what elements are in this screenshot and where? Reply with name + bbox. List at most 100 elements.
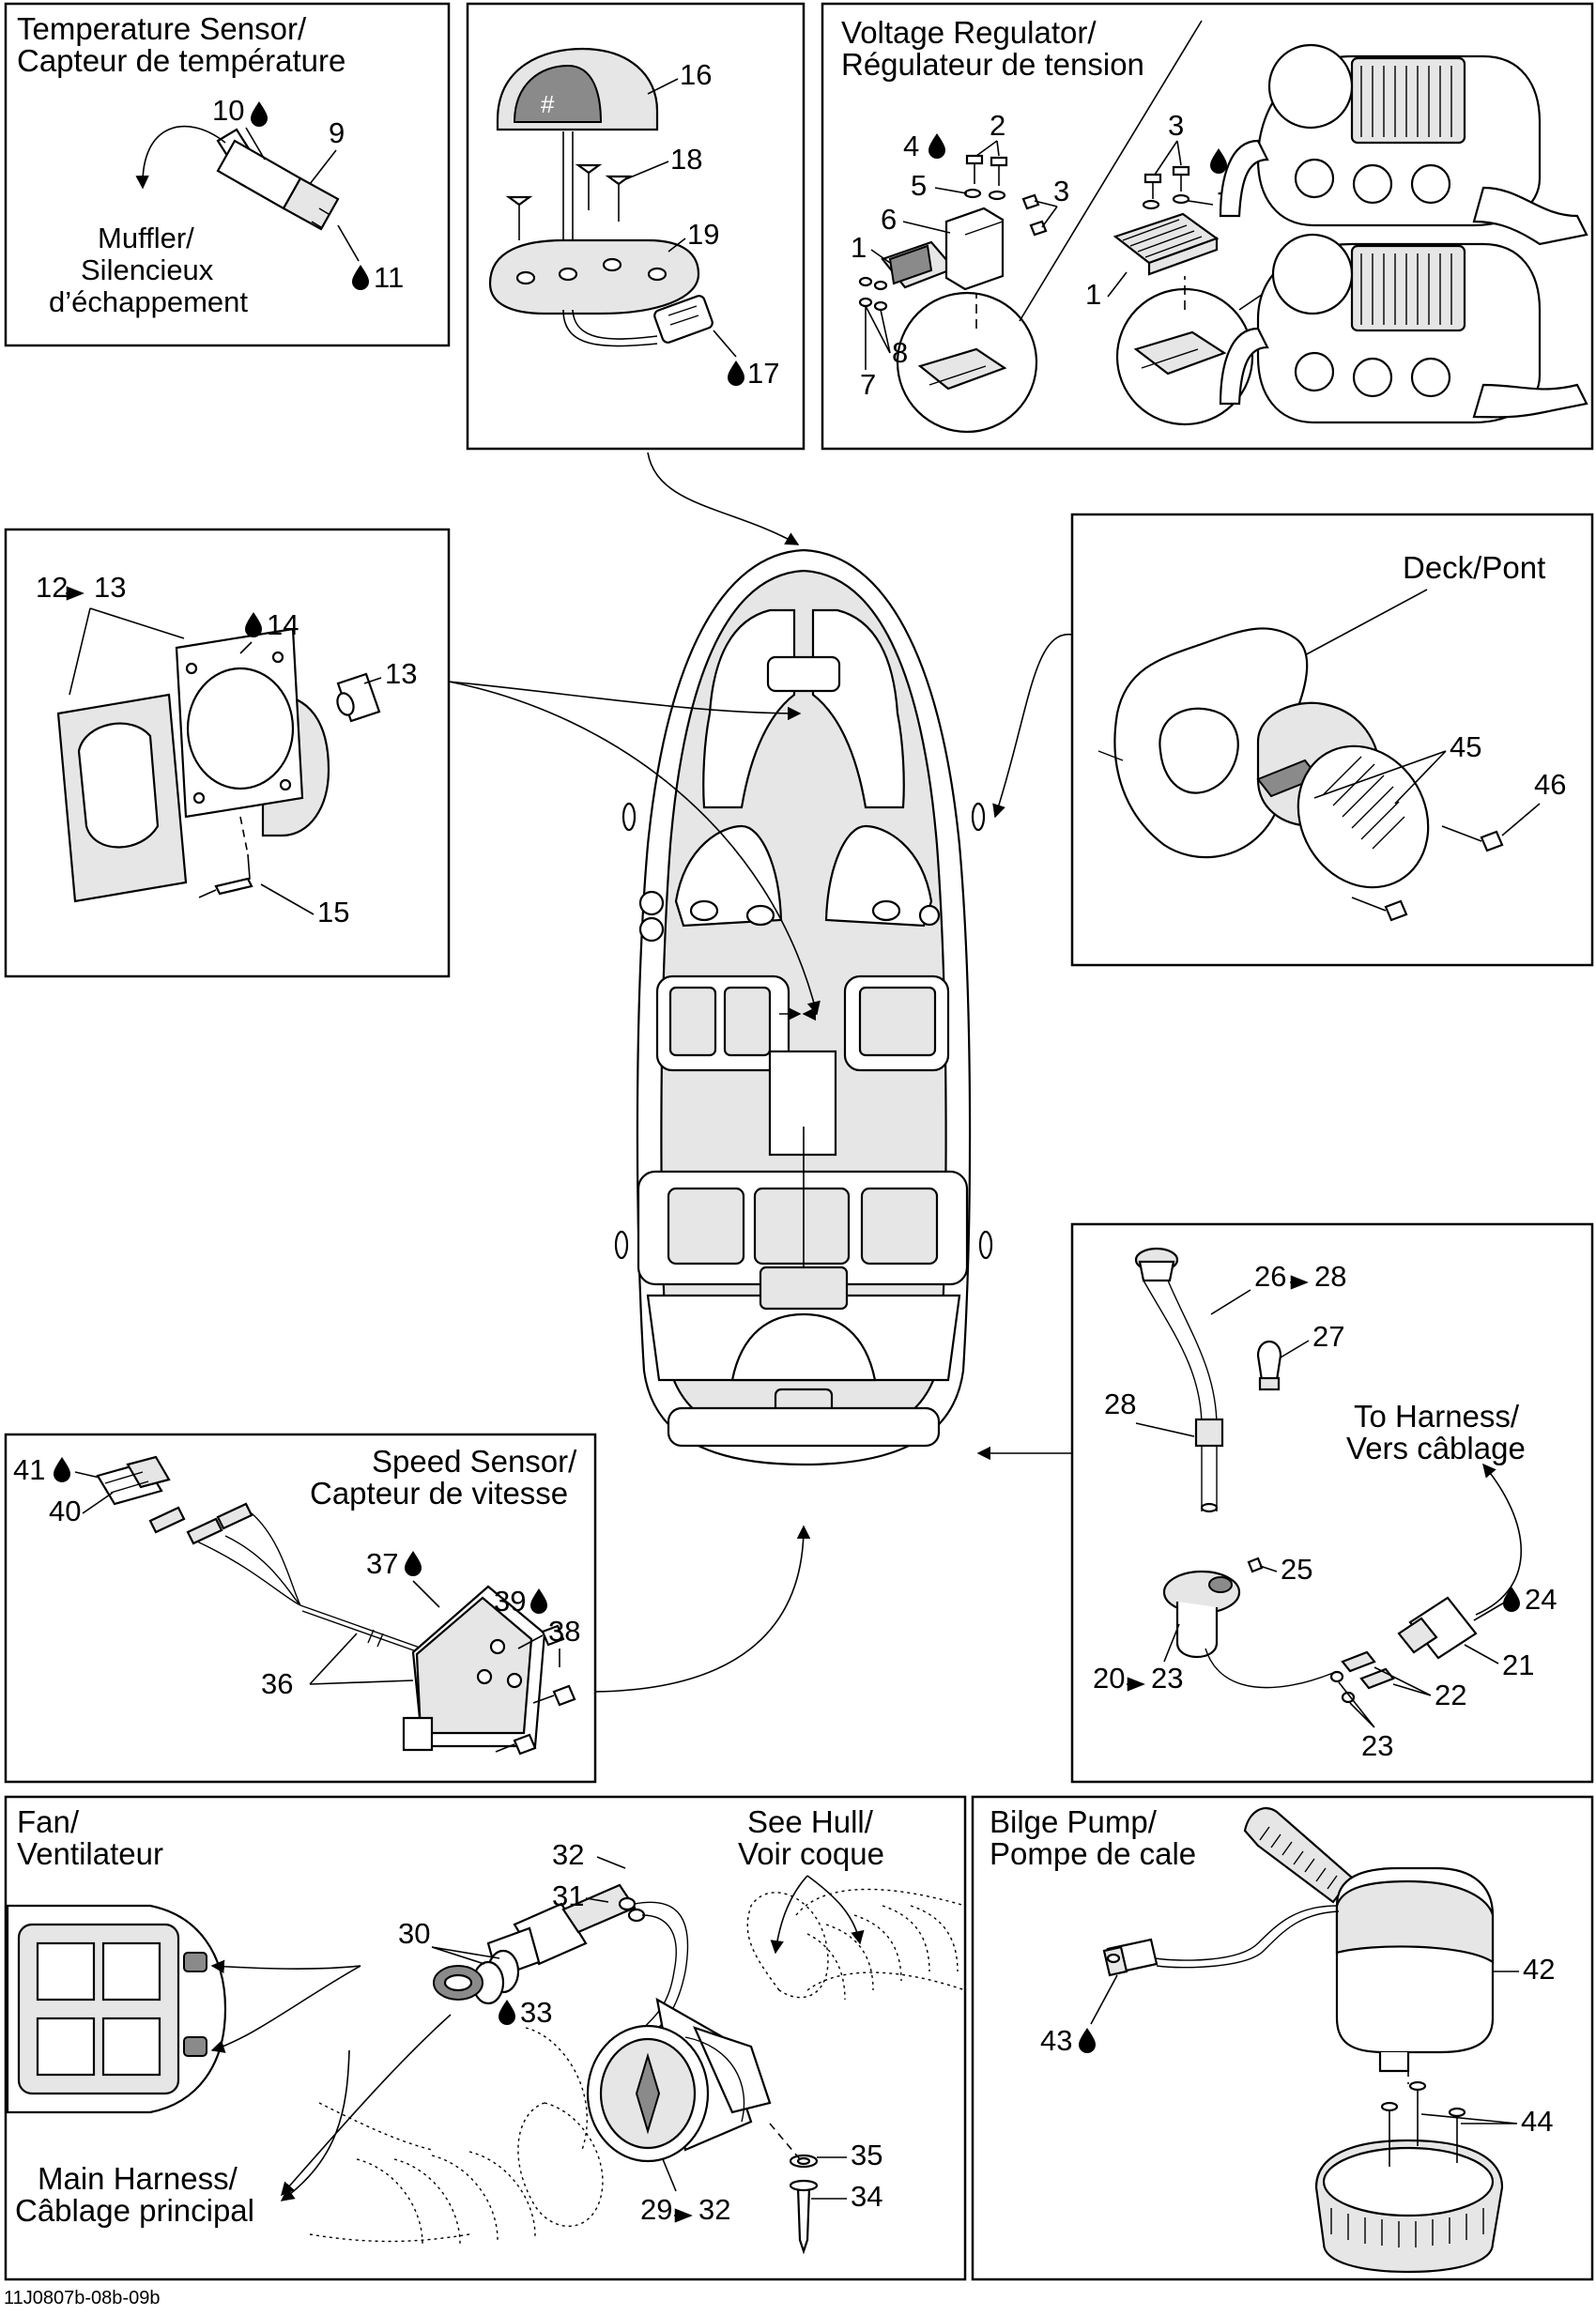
light-connector-part <box>653 295 714 344</box>
figure-code: 11J0807b-08b-09b <box>4 2288 160 2308</box>
callout-7: 7 <box>860 368 876 401</box>
panel-temperature-sensor: Temperature Sensor/ Capteur de températu… <box>4 2 451 347</box>
callout-17: 17 <box>747 357 779 390</box>
callout-45: 45 <box>1450 730 1481 763</box>
speed-sensor-body-part <box>402 1585 546 1752</box>
callout-23b: 23 <box>1361 1729 1393 1762</box>
hose-right-part <box>746 1888 966 2001</box>
callout-46: 46 <box>1534 768 1566 801</box>
callout-28: 28 <box>1314 1260 1346 1293</box>
temperature-sensor-title-fr: Capteur de température <box>17 43 345 78</box>
speed-sensor-screws-part <box>495 1624 576 1756</box>
vent-bezel-part <box>56 693 188 903</box>
callout-15: 15 <box>317 896 349 928</box>
panel-voltage-regulator: Voltage Regulator/ Régulateur de tension <box>821 2 1594 451</box>
panel-deck: Deck/Pont 45 46 <box>1070 513 1594 967</box>
callout-6: 6 <box>881 203 897 236</box>
callout-4: 4 <box>903 130 919 162</box>
callout-19: 19 <box>687 218 719 251</box>
bilge-base-part <box>1314 2139 1504 2274</box>
speed-terminals-part <box>148 1502 301 1606</box>
harness-connector-part <box>1397 1596 1478 1660</box>
regulator-part-2 <box>1113 212 1220 276</box>
callout-30: 30 <box>398 1917 430 1950</box>
callout-22: 22 <box>1435 1679 1466 1711</box>
muffler-label-fr: Silencieux <box>81 253 214 286</box>
bilge-hose-part <box>1243 1807 1354 1904</box>
pin-part <box>198 816 253 898</box>
regulator-detail-1 <box>917 293 1007 391</box>
speed-sensor-title-fr: Capteur de vitesse <box>310 1476 568 1511</box>
callout-31: 31 <box>552 1879 584 1912</box>
grommet-part <box>769 2123 819 2255</box>
bulb-27-part <box>1256 1340 1282 1391</box>
regulator-detail-2 <box>1133 276 1227 376</box>
callout-14: 14 <box>267 608 299 641</box>
main-harness-label-fr: Câblage principal <box>15 2193 254 2228</box>
callout-37: 37 <box>366 1547 398 1580</box>
callout-40: 40 <box>49 1495 81 1527</box>
screws-part <box>505 163 633 240</box>
muffler-label: Muffler/ <box>98 222 194 254</box>
callout-42: 42 <box>1523 1953 1555 1986</box>
to-harness-label-fr: Vers câblage <box>1346 1431 1526 1465</box>
callout-35: 35 <box>851 2139 882 2171</box>
callout-3: 3 <box>1053 175 1069 207</box>
callout-27: 27 <box>1312 1320 1344 1353</box>
temperature-sensor-part <box>216 128 340 231</box>
callout-44: 44 <box>1521 2105 1553 2138</box>
callout-13: 13 <box>94 571 126 604</box>
fan-blower-part <box>586 1997 772 2163</box>
horn-part <box>1256 701 1430 889</box>
temperature-sensor-title: Temperature Sensor/ <box>17 11 307 46</box>
callout-41: 41 <box>13 1453 45 1486</box>
fan-title-fr: Ventilateur <box>17 1836 163 1871</box>
terminals-part <box>1329 1650 1395 1704</box>
regulator-part-1 <box>881 207 1005 291</box>
bilge-pump-title-fr: Pompe de cale <box>990 1836 1196 1871</box>
speed-sensor-title: Speed Sensor/ <box>372 1444 577 1479</box>
callout-28b: 28 <box>1104 1388 1136 1420</box>
deck-title: Deck/Pont <box>1403 550 1545 585</box>
callout-3b: 3 <box>1168 109 1184 142</box>
deck-panel-part <box>1097 627 1309 859</box>
regulator-screws-2 <box>1142 165 1190 210</box>
main-harness-label: Main Harness/ <box>38 2161 238 2196</box>
callout-32b: 32 <box>698 2193 730 2226</box>
voltage-regulator-title-fr: Régulateur de tension <box>841 47 1144 82</box>
callout-23: 23 <box>1151 1662 1183 1695</box>
voltage-regulator-title: Voltage Regulator/ <box>841 15 1097 50</box>
callout-5: 5 <box>911 169 927 202</box>
horn-screw-part <box>1351 825 1504 922</box>
light-lens-part: # <box>496 47 659 131</box>
callout-25: 25 <box>1281 1553 1312 1586</box>
panel-speed-sensor: Speed Sensor/ Capteur de vitesse 41 <box>4 1433 597 1784</box>
engine-illustration-top <box>1219 43 1588 246</box>
fan-title: Fan/ <box>17 1804 80 1839</box>
callout-1b: 1 <box>1085 278 1101 311</box>
lens-mark-icon: # <box>541 90 555 118</box>
bulb-part <box>336 672 381 723</box>
fan-seal-part <box>433 1965 483 2001</box>
engine-illustration-bottom <box>1219 233 1588 424</box>
bilge-connector-part <box>1102 1938 1159 1977</box>
panel-light: # 16 18 19 17 <box>466 2 806 451</box>
bilge-screws-part <box>1380 2056 1466 2167</box>
callout-2: 2 <box>990 109 1005 142</box>
light-base-part <box>488 238 700 315</box>
socket-part <box>1162 1557 1334 1689</box>
callout-33: 33 <box>520 1996 552 2029</box>
hose-left-part <box>309 2027 604 2245</box>
see-hull-label: See Hull/ <box>747 1804 874 1839</box>
callout-38: 38 <box>548 1615 580 1648</box>
boat-top-view <box>614 548 993 1466</box>
callout-11: 11 <box>374 261 404 294</box>
callout-10: 10 <box>212 94 244 127</box>
panel-fan: Fan/ Ventilateur <box>4 1795 967 2281</box>
callout-36: 36 <box>261 1667 293 1700</box>
panel-vent: 12 13 14 13 15 <box>4 528 451 978</box>
callout-16: 16 <box>680 58 712 91</box>
speed-connector-part <box>96 1455 171 1506</box>
see-hull-label-fr: Voir coque <box>738 1836 884 1871</box>
